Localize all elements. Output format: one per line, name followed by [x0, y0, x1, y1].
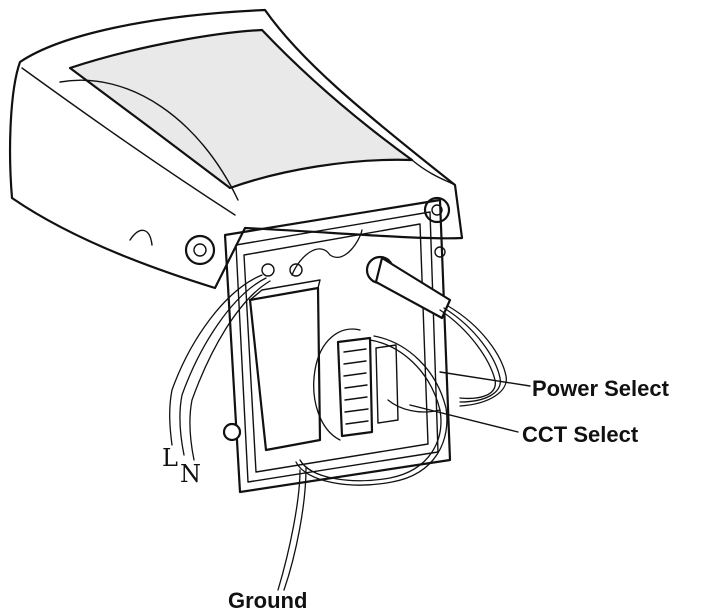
back-box: [222, 198, 452, 494]
terminal-block: [336, 336, 399, 438]
power-select-label: Power Select: [532, 376, 670, 401]
cable-gland: [365, 255, 452, 320]
line-wire-label: L: [162, 444, 178, 472]
neutral-wire-label: N: [180, 460, 201, 488]
wires: [169, 229, 507, 591]
cct-select-label: CCT Select: [522, 422, 639, 447]
led-driver: [248, 279, 322, 452]
ground-label: Ground: [228, 588, 307, 612]
leader-lines: [409, 371, 531, 433]
housing-lid: [8, 8, 464, 290]
